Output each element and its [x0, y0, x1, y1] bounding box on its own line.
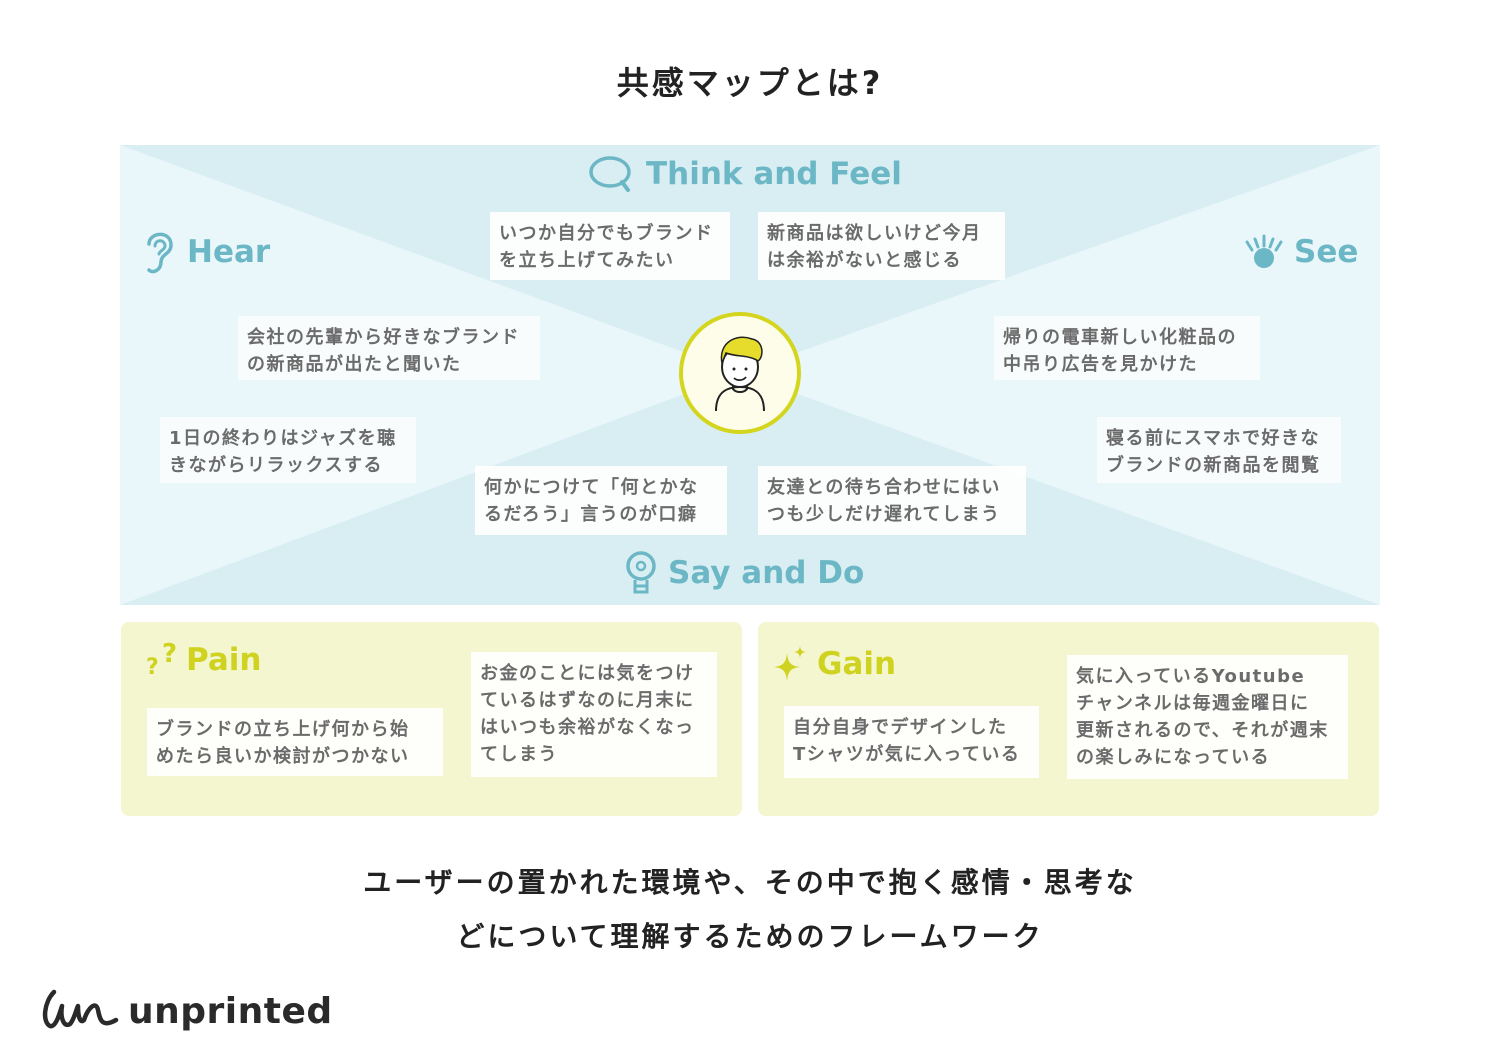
pain-note-2: お金のことには気をつけているはずなのに月末にはいつも余裕がなくなってしまう [471, 652, 717, 777]
see-note-2: 寝る前にスマホで好きなブランドの新商品を閲覧 [1097, 417, 1341, 483]
hear-note-2: 1日の終わりはジャズを聴きながらリラックスする [160, 417, 416, 483]
lightbulb-icon [626, 551, 656, 594]
think-feel-label: Think and Feel [588, 154, 902, 194]
description-line-1: ユーザーの置かれた環境や、その中で抱く感情・思考な [363, 866, 1137, 899]
see-text: See [1294, 234, 1359, 270]
pain-text: Pain [186, 642, 262, 678]
brand-logo: unprinted [38, 988, 333, 1034]
speech-bubble-icon [589, 156, 631, 192]
description: ユーザーの置かれた環境や、その中で抱く感情・思考な どについて理解するためのフレ… [0, 856, 1500, 964]
sparkle-icon [774, 646, 806, 681]
say-do-text: Say and Do [668, 555, 865, 591]
gain-label: Gain [773, 645, 896, 683]
gain-text: Gain [817, 646, 897, 682]
say-do-note-1: 何かにつけて「何とかなるだろう」言うのが口癖 [475, 466, 727, 535]
ear-icon [147, 232, 173, 274]
think-feel-area [120, 145, 1380, 373]
think-feel-text: Think and Feel [646, 156, 902, 192]
page-title: 共感マップとは? [616, 64, 884, 102]
question-marks-icon: ?? [146, 640, 177, 680]
svg-text:?: ? [146, 655, 159, 680]
pain-label: ?? Pain [146, 640, 262, 680]
svg-text:?: ? [162, 640, 177, 669]
hear-text: Hear [187, 234, 271, 270]
say-do-area [120, 373, 1380, 605]
logo-mark-icon [42, 989, 119, 1029]
say-do-label: Say and Do [624, 550, 864, 596]
eye-icon [1245, 234, 1283, 268]
think-feel-note-2: 新商品は欲しいけど今月は余裕がないと感じる [758, 212, 1005, 280]
see-note-1: 帰りの電車新しい化粧品の中吊り広告を見かけた [994, 316, 1260, 380]
hear-note-1: 会社の先輩から好きなブランドの新商品が出たと聞いた [238, 316, 540, 380]
logo-text: unprinted [128, 990, 333, 1032]
hear-label: Hear [143, 226, 270, 278]
person-avatar-icon [679, 312, 801, 434]
see-label: See [1244, 232, 1358, 272]
description-line-2: どについて理解するためのフレームワーク [456, 920, 1044, 953]
say-do-note-2: 友達との待ち合わせにはいつも少しだけ遅れてしまう [758, 466, 1026, 535]
pain-note-1: ブランドの立ち上げ何から始めたら良いか検討がつかない [147, 708, 443, 776]
think-feel-note-1: いつか自分でもブランドを立ち上げてみたい [490, 212, 730, 280]
